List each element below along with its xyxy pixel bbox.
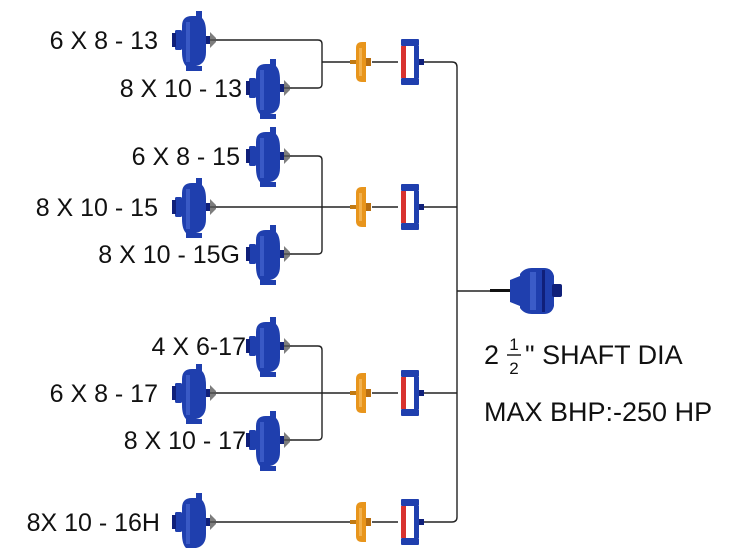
pump-icon — [172, 364, 218, 424]
bearing-housing-icon — [350, 42, 371, 82]
pump-label: 6 X 8 - 15 — [132, 143, 240, 171]
shaft-dia-prefix: 2 — [484, 340, 499, 370]
pump-labels: 6 X 8 - 13 8 X 10 - 13 6 X 8 - 15 8 X 10… — [27, 27, 246, 537]
pump-icon — [246, 225, 292, 285]
pump-icon — [246, 59, 292, 119]
pump-label: 8 X 10 - 17 — [124, 427, 246, 455]
max-bhp-note: MAX BHP:-250 HP — [484, 397, 712, 427]
pump-label: 6 X 8 - 17 — [50, 380, 158, 408]
bearing-housing-icon — [350, 373, 371, 413]
bearing-housing-icon — [350, 502, 371, 542]
shaft-dia-frac-den: 2 — [509, 359, 518, 378]
pump-icon — [172, 493, 218, 548]
adapter-frame-icon — [401, 39, 424, 85]
pump-label: 8X 10 - 16H — [27, 509, 160, 537]
pump-label: 6 X 8 - 13 — [50, 27, 158, 55]
shaft-dia-frac-num: 1 — [509, 335, 518, 354]
pump-icon — [246, 317, 292, 377]
bearing-housing-icon — [350, 187, 371, 227]
pump-icon — [172, 178, 218, 238]
adapter-frame-icon — [401, 184, 424, 230]
adapter-frames — [401, 39, 424, 545]
pump-label: 8 X 10 - 13 — [120, 75, 242, 103]
bearing-housings — [350, 42, 371, 542]
pump-label: 8 X 10 - 15G — [98, 241, 240, 269]
pump-icon — [246, 411, 292, 471]
shaft-dia-suffix: " SHAFT DIA — [525, 340, 683, 370]
adapter-frame-icon — [401, 499, 424, 545]
pump-icon — [246, 127, 292, 187]
adapter-frame-icon — [401, 370, 424, 416]
pump-label: 8 X 10 - 15 — [36, 194, 158, 222]
pump-icon — [172, 11, 218, 71]
shaft-dia-note: 2 1 2 " SHAFT DIA — [484, 335, 683, 378]
connector-lines — [218, 39, 492, 523]
power-frame-icon — [490, 268, 562, 314]
pump-label: 4 X 6-17 — [151, 333, 246, 361]
